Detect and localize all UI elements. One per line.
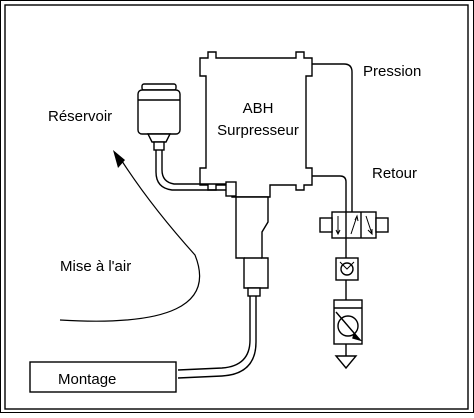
reservoir-tank — [137, 83, 181, 151]
pump-gauge-icon — [333, 299, 363, 345]
check-valve-icon — [335, 257, 359, 281]
return-line — [312, 175, 347, 212]
label-pressure: Pression — [363, 63, 421, 80]
label-mounting: Montage — [58, 371, 116, 388]
label-return: Retour — [372, 165, 417, 182]
tank-triangle-icon — [334, 355, 358, 370]
booster-stem — [235, 196, 269, 297]
label-unit-line2: Surpresseur — [217, 122, 299, 139]
venting-arrow-icon — [59, 150, 201, 322]
mounting-hose — [177, 296, 257, 379]
reservoir-hose — [155, 150, 237, 197]
directional-valve-icon — [319, 211, 389, 239]
label-reservoir: Réservoir — [48, 108, 112, 125]
inner-frame — [4, 4, 469, 410]
label-venting: Mise à l'air — [60, 258, 131, 275]
label-unit-line1: ABH — [243, 100, 274, 117]
mounting-box — [29, 361, 177, 393]
pressure-line — [312, 63, 353, 212]
booster-body — [199, 51, 313, 198]
